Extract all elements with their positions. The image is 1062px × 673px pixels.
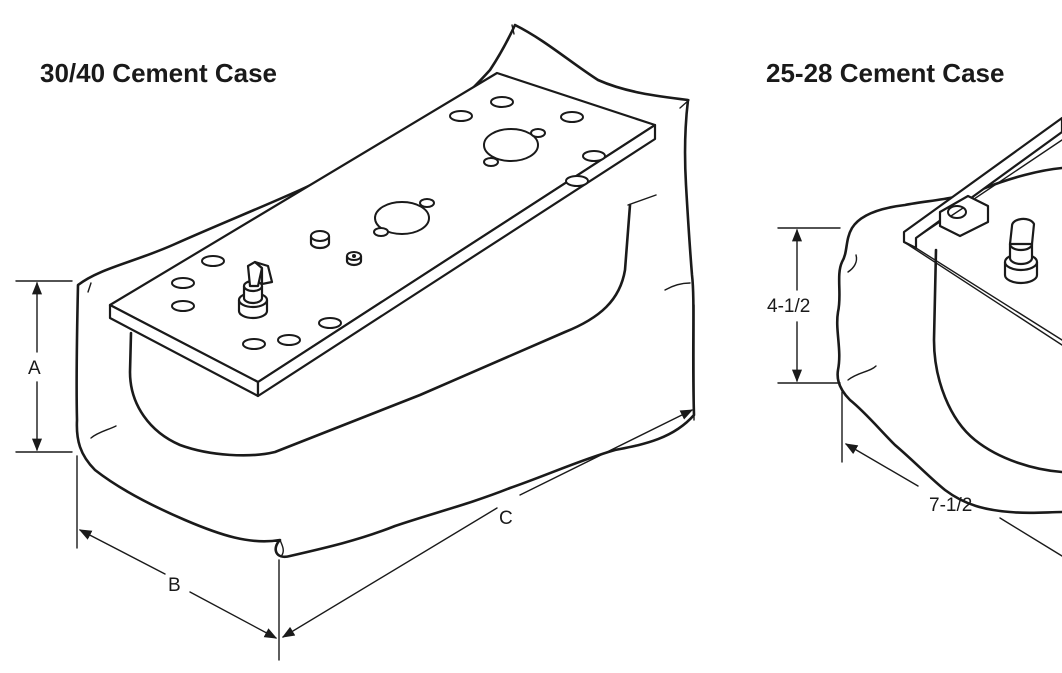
block-crack [90, 425, 117, 439]
dimension-height-right: 4-1/2 [767, 227, 841, 384]
dimension-depth-right-label: 7-1/2 [929, 495, 972, 516]
dimension-depth-right: 7-1/2 [841, 391, 1062, 557]
block-crack [279, 539, 284, 556]
dimension-a: A [15, 280, 73, 453]
dimension-b: B [76, 455, 280, 661]
pivot-spindle [237, 260, 274, 320]
block-crack [847, 254, 858, 273]
block-crack [87, 282, 92, 293]
dimension-height-right-label: 4-1/2 [767, 296, 810, 317]
dimension-a-label: A [28, 358, 41, 379]
figure-30-40-cement-case: 30/40 Cement Case [15, 23, 696, 661]
plate-opening-center [373, 198, 435, 237]
dimension-c-label: C [499, 508, 513, 529]
title-25-28: 25-28 Cement Case [766, 58, 1004, 88]
cover-plate-right [902, 116, 1062, 250]
block-crack [847, 365, 877, 381]
case-edge [627, 194, 657, 206]
plate-edge [915, 247, 1062, 341]
plate-opening-right [483, 128, 546, 167]
inner-case-right [932, 248, 1062, 474]
pivot-spindle-right [1003, 217, 1039, 285]
plate-edge [915, 139, 1062, 239]
block-crack [679, 99, 690, 109]
cover-plate-edge [256, 123, 657, 398]
block-crack [511, 24, 515, 35]
plate-edge [903, 241, 1062, 346]
block-crack [664, 282, 691, 291]
inner-case [128, 203, 632, 457]
dimension-b-label: B [168, 575, 181, 596]
plate-screw-holes [171, 96, 606, 350]
figure-25-28-cement-case: 25-28 Cement Case [766, 58, 1062, 557]
dimension-c: C [281, 304, 695, 638]
corner-bracket [938, 194, 990, 238]
cement-block-outline-right [835, 166, 1062, 515]
title-30-40: 30/40 Cement Case [40, 58, 277, 88]
plate-studs [309, 230, 363, 267]
